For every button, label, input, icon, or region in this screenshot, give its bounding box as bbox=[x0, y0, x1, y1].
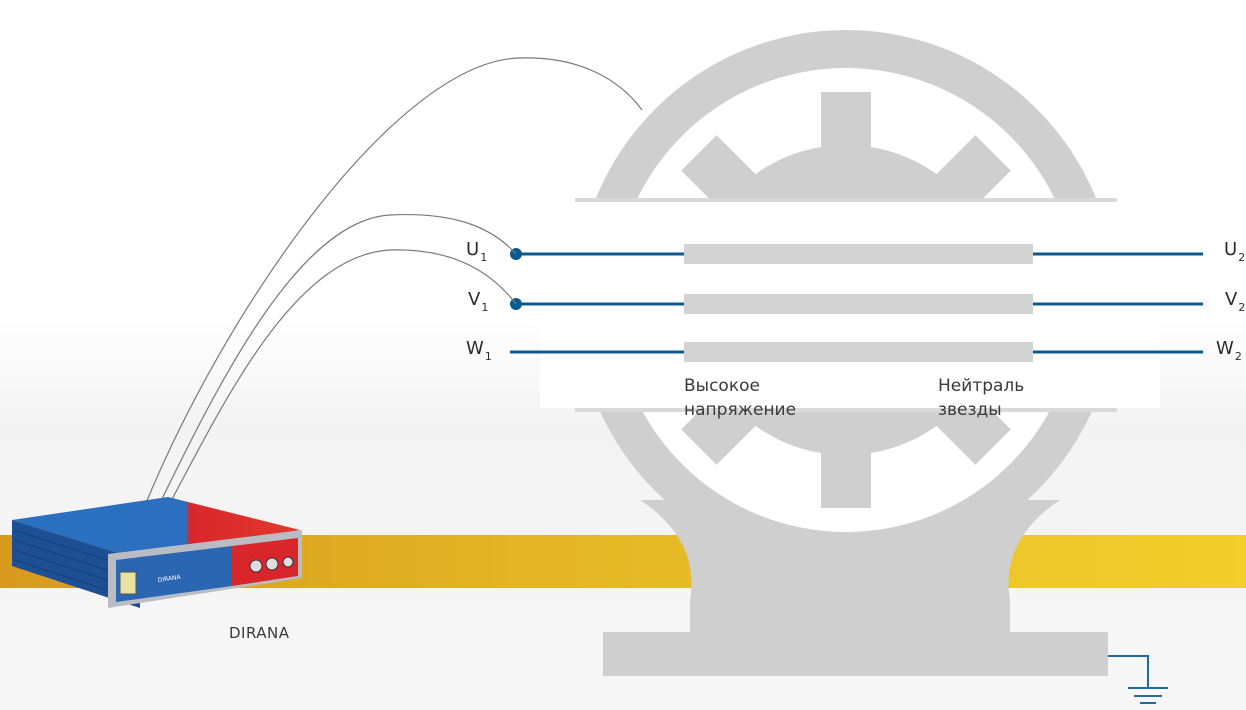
dirana-device: DIRANA bbox=[12, 497, 302, 608]
phase-wires bbox=[510, 252, 1203, 354]
device-connector-2 bbox=[265, 557, 279, 571]
caption-neutral-line2: звезды bbox=[938, 400, 1002, 420]
device-top bbox=[12, 497, 300, 560]
measurement-cables bbox=[145, 57, 643, 504]
caption-neutral: Нейтраль звезды bbox=[938, 374, 1024, 422]
terminal-label-u1: U1 bbox=[466, 239, 488, 265]
device-port-left bbox=[119, 571, 137, 595]
winding-bars bbox=[684, 244, 1033, 362]
terminal-label-v2: V2 bbox=[1225, 289, 1246, 315]
cable-u bbox=[159, 213, 517, 504]
device-label: DIRANA bbox=[229, 624, 290, 642]
cable-v bbox=[169, 249, 517, 504]
device-panel-text: DIRANA bbox=[157, 574, 182, 584]
machine-base bbox=[603, 632, 1108, 676]
device-front-blue bbox=[116, 546, 232, 602]
cable-ground bbox=[145, 57, 643, 504]
caption-neutral-line1: Нейтраль bbox=[938, 376, 1025, 396]
terminal-label-v1: V1 bbox=[468, 289, 489, 315]
winding-v bbox=[684, 294, 1033, 314]
device-front-red bbox=[232, 538, 298, 586]
caption-high-voltage: Высокое напряжение bbox=[684, 374, 796, 422]
window-edge-bottom bbox=[575, 408, 1117, 412]
terminal-label-w2: W2 bbox=[1216, 338, 1242, 364]
device-connector-1 bbox=[249, 559, 263, 573]
terminal-label-u2: U2 bbox=[1224, 239, 1246, 265]
terminal-label-w1: W1 bbox=[466, 338, 492, 364]
caption-high-voltage-line2: напряжение bbox=[684, 400, 797, 420]
caption-high-voltage-line1: Высокое bbox=[684, 376, 760, 396]
window-edge-top bbox=[575, 198, 1117, 202]
device-connector-3 bbox=[282, 556, 294, 568]
winding-u bbox=[684, 244, 1033, 264]
ground-symbol bbox=[1108, 655, 1168, 704]
machine-pedestal bbox=[640, 500, 1060, 632]
winding-w bbox=[684, 342, 1033, 362]
